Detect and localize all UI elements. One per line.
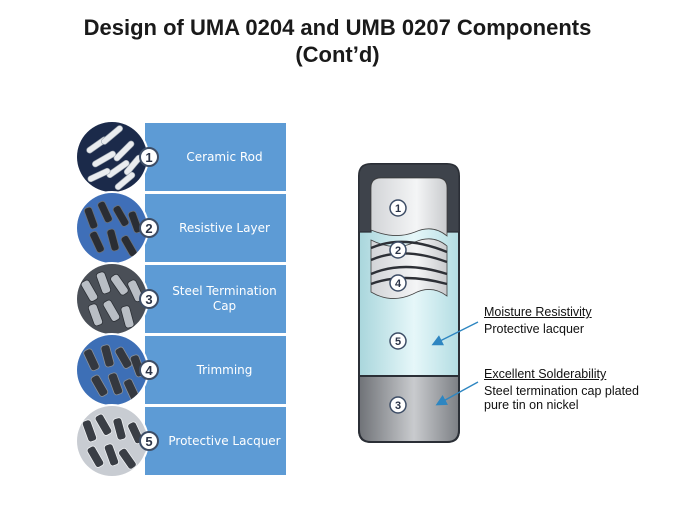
marker-1: 1: [389, 199, 407, 217]
step-protective-lacquer: Protective Lacquer 5: [75, 404, 286, 478]
title-line-1: Design of UMA 0204 and UMB 0207 Componen…: [83, 15, 592, 40]
lacquer-photo-icon: [75, 404, 149, 478]
step-steel-termination-cap: Steel Termination Cap 3: [75, 262, 286, 336]
step-number-badge: 4: [139, 360, 159, 380]
solderability-body: Steel termination cap plated pure tin on…: [484, 384, 639, 412]
step-box: Ceramic Rod: [145, 123, 286, 191]
marker-2-label: 2: [395, 245, 401, 257]
step-number-badge: 3: [139, 289, 159, 309]
step-label: Trimming: [196, 362, 253, 377]
step-label: Ceramic Rod: [186, 149, 263, 164]
callout-arrows: [431, 321, 479, 406]
marker-4-label: 4: [395, 278, 402, 290]
step-box: Resistive Layer: [145, 194, 286, 262]
resistor-diagram-svg: 1 2 4 5 3: [358, 163, 460, 443]
title-line-2: (Cont’d): [295, 42, 380, 67]
marker-1-label: 1: [395, 203, 401, 215]
resistive-layer-photo-icon: [75, 191, 149, 265]
step-ceramic-rod: Ceramic Rod 1: [75, 120, 286, 194]
solderability-arrow: [435, 381, 479, 406]
solderability-heading: Excellent Solderability: [484, 367, 607, 381]
step-label: Steel Termination Cap: [172, 284, 277, 313]
moisture-heading: Moisture Resistivity: [484, 305, 592, 319]
marker-2: 2: [389, 241, 407, 259]
page-title: Design of UMA 0204 and UMB 0207 Componen…: [0, 14, 675, 68]
diagram-markers: 1 2 4 5 3: [389, 199, 407, 414]
ceramic-rods-photo-icon: [75, 120, 149, 194]
resistor-cross-section: 1 2 4 5 3: [355, 162, 465, 451]
moisture-arrow: [431, 321, 479, 346]
marker-3-label: 3: [395, 400, 401, 412]
marker-5: 5: [389, 332, 407, 350]
step-trimming: Trimming 4: [75, 333, 286, 407]
step-number-badge: 1: [139, 147, 159, 167]
step-box: Trimming: [145, 336, 286, 404]
step-label: Resistive Layer: [179, 220, 270, 235]
trimming-grooves: [370, 240, 448, 286]
step-number-badge: 5: [139, 431, 159, 451]
termination-cap-photo-icon: [75, 262, 149, 336]
termination-cap-shape: [358, 375, 460, 443]
marker-3: 3: [389, 396, 407, 414]
trimming-photo-icon: [75, 333, 149, 407]
step-resistive-layer: Resistive Layer 2: [75, 191, 286, 265]
step-box: Steel Termination Cap: [145, 265, 286, 333]
step-number-badge: 2: [139, 218, 159, 238]
moisture-note: Moisture Resistivity Protective lacquer: [484, 305, 664, 336]
step-box: Protective Lacquer: [145, 407, 286, 475]
moisture-body: Protective lacquer: [484, 322, 585, 336]
solderability-note: Excellent Solderability Steel terminatio…: [484, 367, 654, 412]
step-label: Protective Lacquer: [168, 433, 281, 448]
marker-4: 4: [389, 274, 407, 292]
ceramic-rod-shape: [370, 177, 448, 237]
marker-5-label: 5: [395, 336, 401, 348]
